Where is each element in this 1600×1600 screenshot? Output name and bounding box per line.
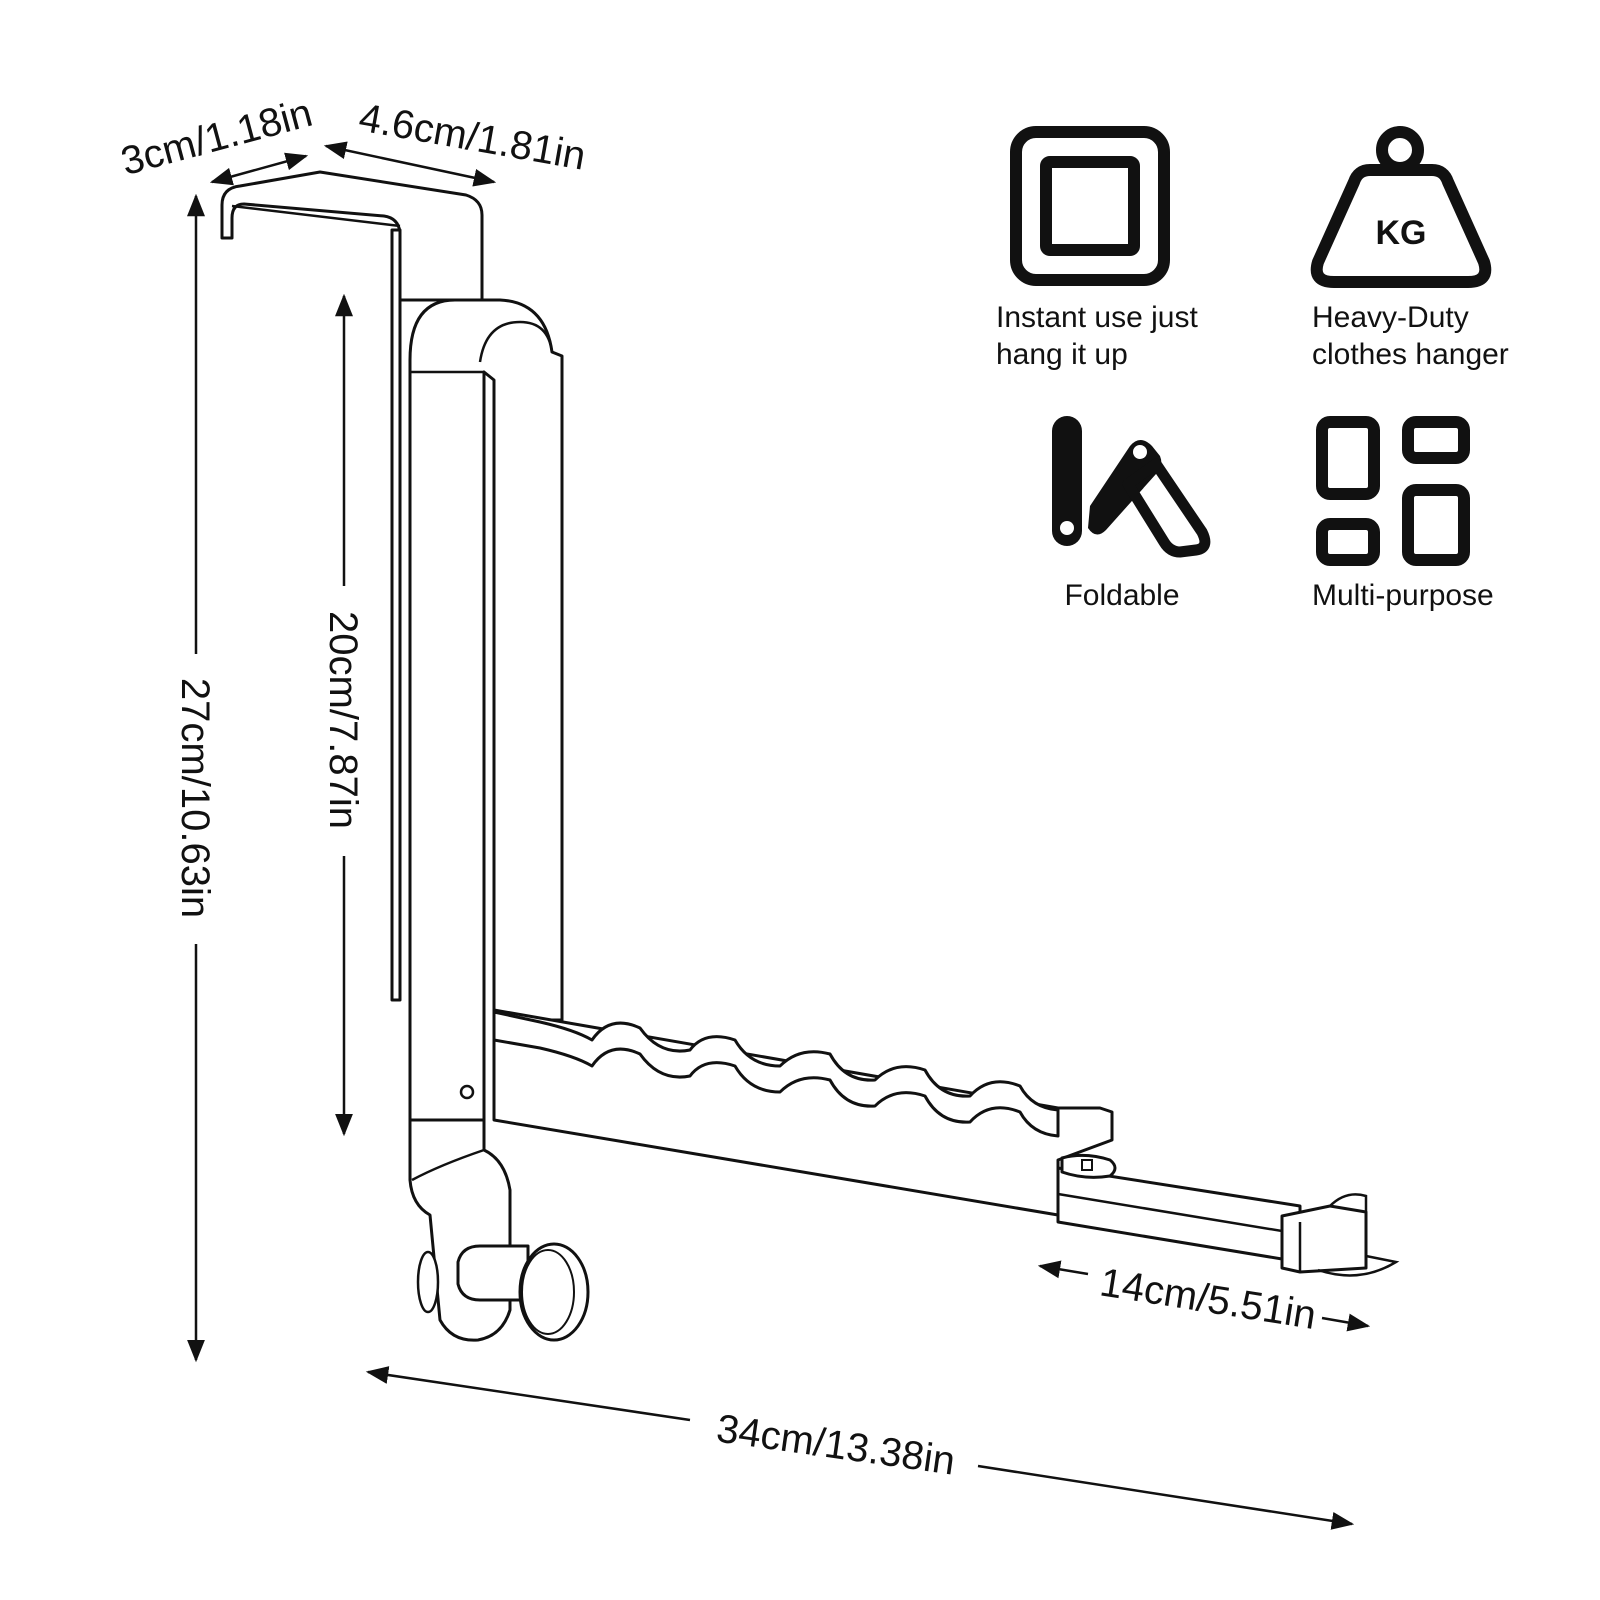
hanger-illustration [220, 170, 1400, 1342]
grid-icon [1316, 416, 1470, 566]
hook-depth-arrow [209, 152, 309, 186]
hook-depth-label: 3cm/1.18in [116, 91, 316, 184]
feature-foldable-label: Foldable [1064, 579, 1179, 612]
door-hook [220, 170, 484, 302]
upright-height-label: 20cm/7.87in [321, 611, 365, 829]
fold-icon [1052, 416, 1211, 558]
knob-back [416, 1250, 440, 1314]
extension-arrow-right [1321, 1313, 1371, 1332]
knob-head [518, 1242, 590, 1342]
wavy-rail [492, 1010, 1060, 1138]
total-length-arrow-right [977, 1464, 1355, 1530]
kg-text: KG [1376, 214, 1427, 252]
total-height-label: 27cm/10.63in [173, 678, 217, 918]
hook-width-arrow [323, 141, 497, 187]
total-length-arrow-left [365, 1366, 691, 1422]
feature-instant-label-2: hang it up [996, 338, 1128, 371]
total-length-label: 34cm/13.38in [714, 1407, 958, 1484]
square-frame-icon [1010, 126, 1170, 286]
back-plate [390, 228, 402, 1002]
hook-width-label: 4.6cm/1.81in [356, 96, 589, 179]
upright-bar [408, 298, 564, 1122]
feature-heavy-duty-label-2: clothes hanger [1312, 338, 1509, 371]
pivot-hole [459, 1084, 475, 1100]
feature-heavy-duty-label-1: Heavy-Duty [1312, 301, 1469, 334]
feature-instant-label-1: Instant use just [996, 301, 1198, 334]
end-cap [1280, 1204, 1368, 1274]
dimension-lines [187, 141, 1371, 1530]
extension-arrow-left [1037, 1260, 1089, 1279]
knob-stem [456, 1244, 530, 1302]
extension-length-label: 14cm/5.51in [1097, 1260, 1319, 1338]
feature-multi-purpose-label: Multi-purpose [1312, 579, 1494, 612]
kg-weight-icon: KG [1310, 126, 1492, 288]
